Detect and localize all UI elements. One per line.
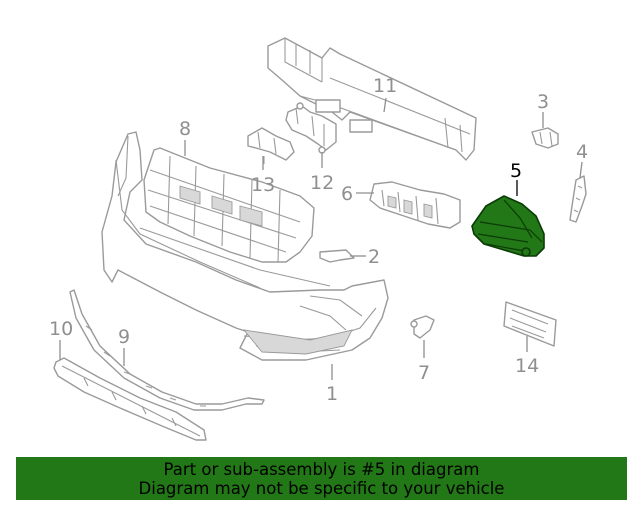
part-2-clip	[319, 249, 355, 263]
callout-8: 8	[179, 118, 191, 140]
callout-1: 1	[326, 383, 338, 405]
callout-6: 6	[341, 183, 353, 205]
callout-10: 10	[49, 318, 73, 340]
parts-diagram: 11 3 4 5 6 2 8 13 12 9 10 1 7 14	[49, 37, 588, 441]
part-14-plate-bracket	[503, 301, 557, 347]
leader-11	[383, 97, 387, 113]
banner-line-part: Part or sub-assembly is #5 in diagram	[163, 460, 480, 479]
part-6-bracket	[369, 181, 461, 229]
callout-12: 12	[310, 172, 334, 194]
leader-lines	[59, 97, 583, 380]
callout-11: 11	[373, 75, 397, 97]
banner-line-disclaimer: Diagram may not be specific to your vehi…	[138, 479, 505, 498]
callout-13: 13	[251, 174, 275, 196]
part-3-clip	[531, 127, 559, 149]
callout-numbers: 11 3 4 5 6 2 8 13 12 9 10 1 7 14	[49, 75, 588, 405]
part-10-moulding	[53, 357, 207, 441]
part-7-sensor	[410, 315, 435, 339]
callout-14: 14	[515, 355, 539, 377]
part-13-bracket	[247, 127, 295, 164]
callout-9: 9	[118, 326, 130, 348]
callout-4: 4	[576, 141, 588, 163]
leader-4	[579, 161, 583, 179]
callout-5: 5	[510, 160, 522, 182]
callout-2: 2	[368, 246, 380, 268]
part-info-banner: Part or sub-assembly is #5 in diagram Di…	[16, 457, 627, 500]
part-5-fog-lamp-cover	[471, 195, 545, 257]
callout-7: 7	[418, 362, 430, 384]
callout-3: 3	[537, 91, 549, 113]
part-9-trim-strip	[69, 289, 265, 411]
part-8-grille	[143, 147, 315, 263]
part-4-bracket	[569, 175, 587, 223]
part-1-bumper-cover	[101, 131, 389, 361]
part-11-reinforcement-beam	[267, 37, 477, 161]
